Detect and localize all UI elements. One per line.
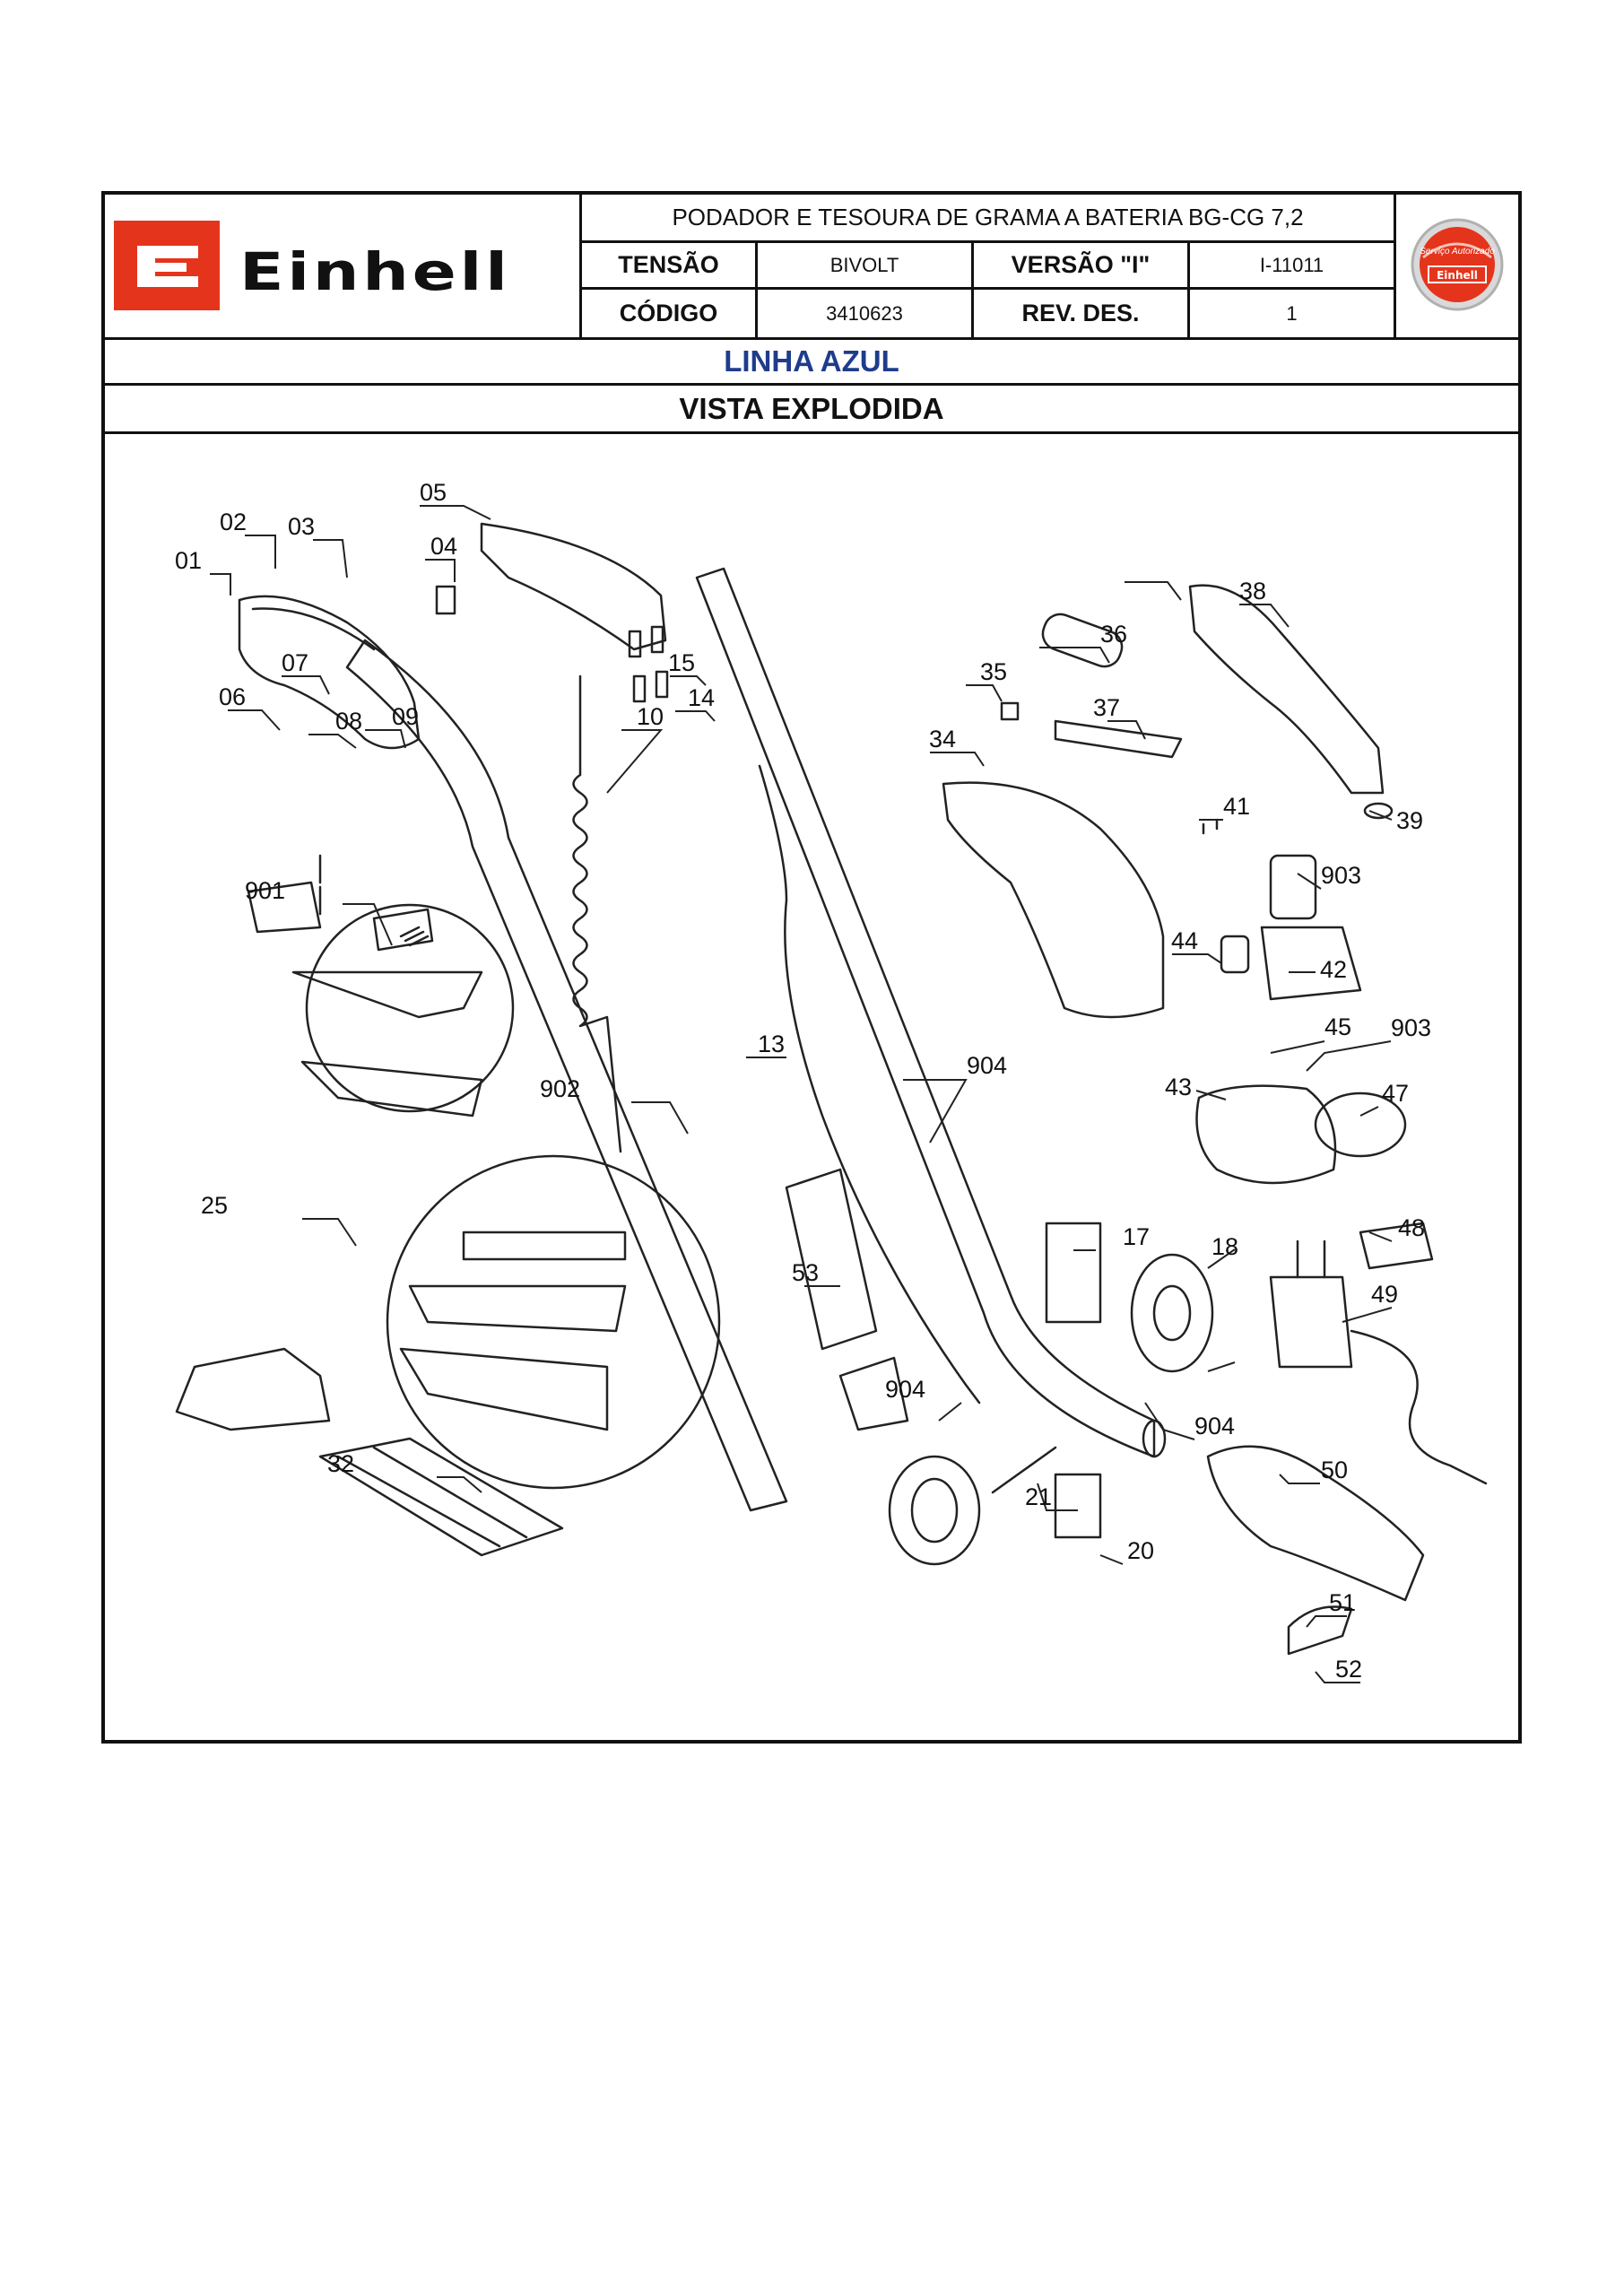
part-label-03: 03 <box>288 513 315 540</box>
part-label-18: 18 <box>1211 1233 1238 1260</box>
seal-brand: Einhell <box>1437 269 1478 282</box>
part-label-15: 15 <box>668 649 695 676</box>
spec-row-voltage: TENSÃO BIVOLT VERSÃO "I" I-11011 <box>582 243 1394 290</box>
authorized-service-seal: Serviço Autorizado Einhell <box>1394 195 1518 337</box>
tensao-label: TENSÃO <box>582 243 758 287</box>
part-label-902: 902 <box>540 1075 580 1102</box>
product-line-band: LINHA AZUL <box>105 337 1518 386</box>
part-label-10: 10 <box>637 703 664 730</box>
part-label-01: 01 <box>175 547 202 574</box>
exploded-view-band: VISTA EXPLODIDA <box>105 386 1518 434</box>
part-label-13: 13 <box>758 1031 785 1057</box>
part-label-09: 09 <box>392 703 419 730</box>
exploded-diagram: 01 02 03 04 05 06 07 08 09 10 13 14 15 1… <box>175 479 1488 1683</box>
battery <box>1041 613 1124 668</box>
codigo-label: CÓDIGO <box>582 290 758 337</box>
part-label-34: 34 <box>929 726 956 752</box>
part-label-38: 38 <box>1239 578 1266 604</box>
part-label-903b: 903 <box>1391 1014 1431 1041</box>
part-label-14: 14 <box>688 684 715 711</box>
part-label-20: 20 <box>1127 1537 1154 1564</box>
exploded-view-drawing: 01 02 03 04 05 06 07 08 09 10 13 14 15 1… <box>105 434 1518 1740</box>
codigo-value: 3410623 <box>758 290 974 337</box>
detail-circle-901 <box>305 903 515 1113</box>
part-label-903: 903 <box>1321 862 1361 889</box>
part-labels: 01 02 03 04 05 06 07 08 09 10 13 14 15 1… <box>175 479 1431 1683</box>
spec-row-code: CÓDIGO 3410623 REV. DES. 1 <box>582 290 1394 337</box>
part-label-43: 43 <box>1165 1074 1192 1100</box>
part-label-05: 05 <box>420 479 447 506</box>
brand-wordmark: Einhell <box>239 241 511 302</box>
parts-sheet: Einhell PODADOR E TESOURA DE GRAMA A BAT… <box>101 191 1522 1744</box>
detail-circle-902 <box>386 1154 721 1490</box>
authorized-service-seal-icon: Serviço Autorizado Einhell <box>1411 218 1504 311</box>
housing-right <box>1188 584 1385 795</box>
rev-value: 1 <box>1286 301 1298 325</box>
part-label-39: 39 <box>1396 807 1423 834</box>
rev-label: REV. DES. <box>974 290 1190 337</box>
tensao-value: BIVOLT <box>758 243 974 287</box>
part-label-51: 51 <box>1329 1589 1356 1616</box>
einhell-logo-icon <box>114 221 220 310</box>
part-label-48: 48 <box>1398 1214 1425 1241</box>
part-label-904c: 904 <box>1194 1413 1235 1439</box>
wheel <box>1130 1253 1214 1373</box>
brand-logo-cell: Einhell <box>105 195 582 337</box>
handle-left <box>238 595 421 750</box>
part-label-35: 35 <box>980 658 1007 685</box>
part-label-49: 49 <box>1371 1281 1398 1308</box>
part-label-41: 41 <box>1223 793 1250 820</box>
product-title: PODADOR E TESOURA DE GRAMA A BATERIA BG-… <box>582 195 1394 243</box>
spring <box>572 674 622 1153</box>
charger <box>1269 1275 1353 1369</box>
part-label-21: 21 <box>1025 1483 1052 1510</box>
title-block: Einhell PODADOR E TESOURA DE GRAMA A BAT… <box>105 195 1518 337</box>
part-label-47: 47 <box>1382 1080 1409 1107</box>
part-label-36: 36 <box>1100 621 1127 648</box>
shaft-tube <box>345 639 788 1512</box>
part-label-904: 904 <box>967 1052 1007 1079</box>
part-label-53: 53 <box>792 1259 819 1286</box>
cable <box>758 764 981 1405</box>
part-label-45: 45 <box>1324 1013 1351 1040</box>
part-label-44: 44 <box>1171 927 1198 954</box>
part-label-37: 37 <box>1093 694 1120 721</box>
part-label-901: 901 <box>245 877 285 904</box>
part-label-52: 52 <box>1335 1656 1362 1683</box>
part-label-904b: 904 <box>885 1376 925 1403</box>
part-label-02: 02 <box>220 509 247 535</box>
versao-value: I-11011 <box>1259 253 1324 276</box>
part-label-06: 06 <box>219 683 246 710</box>
part-label-32: 32 <box>327 1450 354 1477</box>
handle-right <box>942 781 1165 1019</box>
part-label-04: 04 <box>430 533 457 560</box>
part-label-42: 42 <box>1320 956 1347 983</box>
part-label-07: 07 <box>282 649 308 676</box>
part-label-08: 08 <box>335 708 362 735</box>
seal-text: Serviço Autorizado <box>1420 247 1495 257</box>
housing-top <box>480 522 667 651</box>
part-label-50: 50 <box>1321 1457 1348 1483</box>
blade-32 <box>318 1437 564 1557</box>
versao-label: VERSÃO "I" <box>974 243 1190 287</box>
part-label-25: 25 <box>201 1192 228 1219</box>
part-label-17: 17 <box>1123 1223 1150 1250</box>
